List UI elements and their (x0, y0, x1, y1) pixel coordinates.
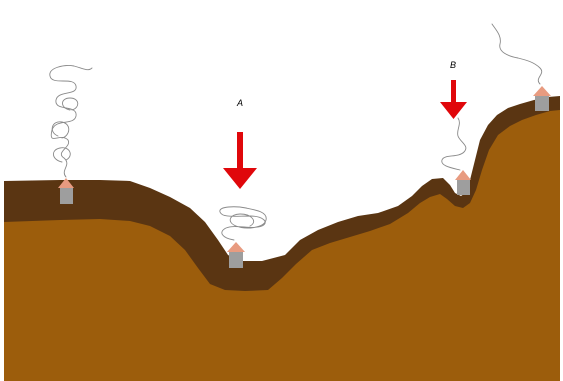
arrow-a-shaft (237, 132, 243, 170)
label-a: A (236, 98, 243, 108)
house-wall (229, 252, 243, 268)
label-b: B (450, 60, 456, 70)
house-wall (457, 180, 470, 195)
house-wall (535, 96, 549, 111)
house-wall (60, 188, 73, 204)
arrow-b-shaft (451, 80, 456, 104)
